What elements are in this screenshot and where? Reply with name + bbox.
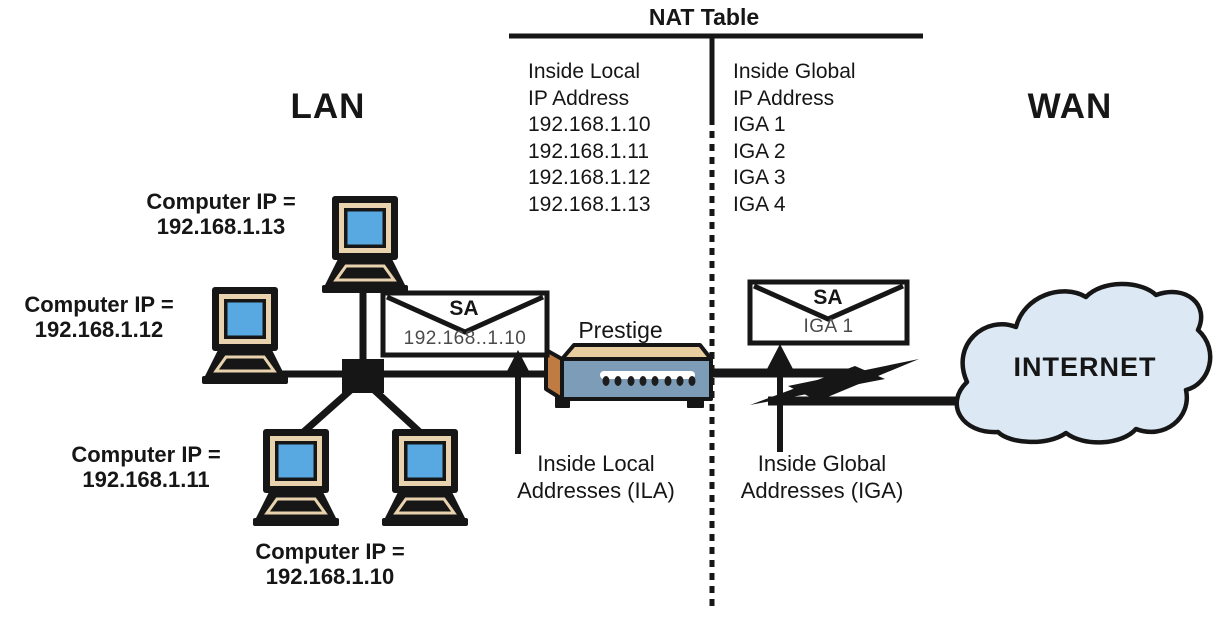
wan-zone-label: WAN bbox=[1027, 87, 1113, 126]
computer-label-12: Computer IP = 192.168.1.12 bbox=[24, 292, 174, 342]
iga-arrow-icon bbox=[767, 344, 793, 452]
router-label: Prestige bbox=[578, 317, 663, 343]
envelope-local-icon bbox=[380, 290, 550, 358]
envelope-global-icon bbox=[747, 279, 910, 346]
internet-cloud-icon bbox=[954, 281, 1213, 445]
computer-label-13: Computer IP = 192.168.1.13 bbox=[146, 189, 296, 239]
computer-label-11: Computer IP = 192.168.1.11 bbox=[71, 442, 221, 492]
ila-annotation: Inside Local Addresses (ILA) bbox=[517, 451, 675, 503]
nat-table-global-column: Inside Global IP Address IGA 1 IGA 2 IGA… bbox=[733, 59, 856, 218]
packet-local-sa: SA bbox=[449, 297, 479, 320]
packet-local-address: 192.168..1.10 bbox=[403, 328, 527, 349]
lightning-bolt-icon bbox=[750, 359, 919, 405]
lan-zone-label: LAN bbox=[290, 87, 366, 126]
router-icon bbox=[544, 343, 713, 408]
table-cell: 192.168.1.12 bbox=[528, 166, 651, 189]
nat-table-title: NAT Table bbox=[648, 4, 760, 30]
column-header: IP Address bbox=[733, 86, 835, 110]
column-header: Inside Local bbox=[528, 60, 641, 83]
iga-annotation: Inside Global Addresses (IGA) bbox=[740, 451, 904, 503]
nat-table-local-column: Inside Local IP Address 192.168.1.10 192… bbox=[528, 59, 651, 218]
computer-icon bbox=[380, 427, 470, 528]
table-cell: IGA 3 bbox=[733, 166, 786, 189]
computer-icon bbox=[320, 194, 410, 295]
column-header: Inside Global bbox=[733, 60, 856, 83]
table-cell: 192.168.1.13 bbox=[528, 192, 651, 216]
table-cell: IGA 2 bbox=[733, 139, 786, 163]
ila-arrow-icon bbox=[505, 350, 531, 454]
table-cell: IGA 4 bbox=[733, 192, 786, 216]
table-cell: 192.168.1.11 bbox=[528, 139, 650, 163]
table-cell: IGA 1 bbox=[733, 113, 786, 136]
table-cell: 192.168.1.10 bbox=[528, 113, 651, 136]
internet-label: INTERNET bbox=[1013, 352, 1157, 382]
computer-icon bbox=[200, 285, 290, 386]
packet-global-address: IGA 1 bbox=[803, 316, 854, 337]
column-header: IP Address bbox=[528, 86, 630, 110]
computer-label-10: Computer IP = 192.168.1.10 bbox=[255, 539, 405, 589]
wan-link-line bbox=[708, 368, 962, 406]
hub-icon bbox=[342, 359, 384, 393]
packet-global-sa: SA bbox=[813, 286, 843, 309]
computer-icon bbox=[251, 427, 341, 528]
